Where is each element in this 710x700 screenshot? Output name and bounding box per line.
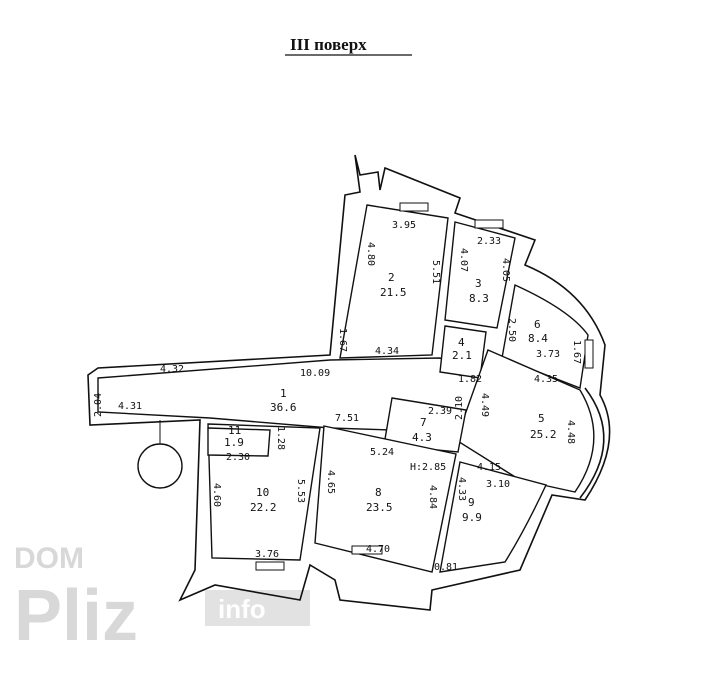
dimension: 4.34 [375, 346, 399, 357]
dimension: 4.65 [325, 470, 336, 494]
room-number: 8 [375, 486, 382, 499]
dimension-labels: 3.95 2.33 4.80 5.51 4.07 4.05 2.50 1.67 … [93, 220, 582, 573]
room-9 [439, 461, 547, 573]
outer-wall [87, 154, 611, 611]
dimension: H:2.85 [410, 462, 446, 473]
room-6 [501, 283, 589, 389]
room-number: 9 [468, 496, 475, 509]
dimension: 4.70 [366, 544, 390, 555]
room-number: 7 [420, 416, 427, 429]
window [474, 219, 504, 229]
dimension: 4.49 [479, 393, 490, 417]
room-7 [383, 397, 467, 453]
room-number: 11 [228, 424, 241, 437]
room-number: 5 [538, 412, 545, 425]
dimension: 1.67 [571, 340, 582, 364]
room-number: 10 [256, 486, 269, 499]
dimension: 2.39 [428, 406, 452, 417]
room-number: 4 [458, 336, 465, 349]
dimension: 1.28 [275, 426, 286, 450]
watermark-info: info [218, 594, 266, 624]
room-area: 22.2 [250, 501, 277, 514]
dimension: 2.50 [506, 318, 517, 342]
bay-window-arc [579, 387, 605, 499]
dimension: 4.31 [118, 401, 142, 412]
watermark-box [205, 590, 310, 626]
dimension: 2.10 [454, 396, 465, 420]
room-area: 2.1 [452, 349, 472, 362]
room-area: 1.9 [224, 436, 244, 449]
dimension: 7.51 [335, 413, 359, 424]
room-area: 8.3 [469, 292, 489, 305]
room-area: 8.4 [528, 332, 548, 345]
window [584, 339, 594, 369]
room-11 [207, 427, 271, 457]
dimension: 2.33 [477, 236, 501, 247]
dimension: 2.04 [93, 393, 104, 417]
watermark-pliz: Pliz [14, 576, 138, 656]
dimension: 5.53 [295, 479, 306, 503]
window [351, 545, 383, 555]
dimension: 1.82 [458, 374, 482, 385]
dimension: 3.73 [536, 349, 560, 360]
dimension: 3.76 [255, 549, 279, 560]
dimension: 3.10 [486, 479, 510, 490]
dimension: 4.80 [365, 242, 376, 266]
dimension: 2.30 [226, 452, 250, 463]
dimension: 4.48 [565, 420, 576, 444]
dimension: 0.81 [434, 562, 458, 573]
window [399, 202, 429, 212]
dimension: 5.51 [430, 260, 441, 284]
dimension: 4.33 [456, 477, 467, 501]
dimension: 10.09 [300, 368, 330, 379]
room-area: 36.6 [270, 401, 297, 414]
room-area: 25.2 [530, 428, 557, 441]
room-area: 23.5 [366, 501, 393, 514]
room-number: 2 [388, 271, 395, 284]
room-2 [339, 204, 449, 359]
dimension: 1.67 [337, 328, 348, 352]
dimension: 5.24 [370, 447, 394, 458]
room-8 [314, 425, 457, 573]
room-area: 9.9 [462, 511, 482, 524]
room-10 [207, 423, 321, 561]
window [255, 561, 285, 571]
dimension: 4.32 [160, 364, 184, 375]
dimension: 4.15 [477, 462, 501, 473]
dimension: 4.84 [427, 485, 438, 509]
room-number: 3 [475, 277, 482, 290]
dimension: 4.35 [534, 374, 558, 385]
page-title: III поверх [290, 35, 367, 54]
dimension: 4.60 [211, 483, 222, 507]
dimension: 4.05 [500, 258, 511, 282]
watermark-dom: DOM [14, 542, 84, 575]
round-column [137, 443, 183, 489]
room-5 [455, 349, 595, 493]
room-3 [444, 221, 516, 329]
room-labels: 1 36.6 2 21.5 3 8.3 4 2.1 5 25.2 6 8.4 7… [224, 271, 557, 524]
room-number: 6 [534, 318, 541, 331]
room-area: 4.3 [412, 431, 432, 444]
room-number: 1 [280, 387, 287, 400]
dimension: 4.07 [458, 248, 469, 272]
room-area: 21.5 [380, 286, 407, 299]
dimension: 3.95 [392, 220, 416, 231]
